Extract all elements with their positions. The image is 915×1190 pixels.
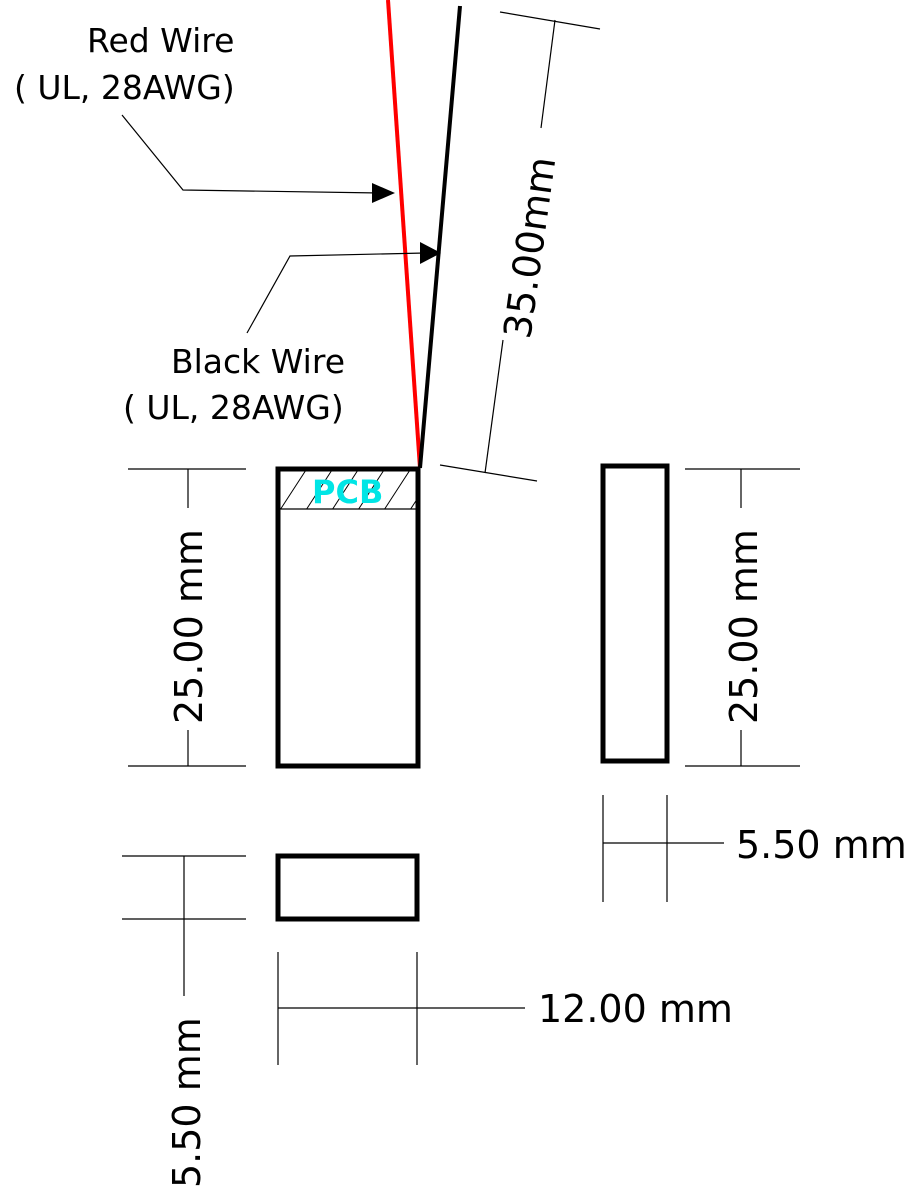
red-wire-leader bbox=[121, 114, 395, 203]
bottom-view-body bbox=[275, 853, 420, 922]
side-height-label: 25.00 mm bbox=[722, 529, 766, 724]
side-width-label: 5.50 mm bbox=[736, 823, 907, 867]
bottom-width-dimension bbox=[277, 952, 525, 1065]
front-height-label: 25.00 mm bbox=[167, 529, 211, 724]
pcb-area bbox=[280, 471, 416, 509]
red-wire-name: Red Wire bbox=[87, 21, 234, 60]
side-height-dimension bbox=[685, 468, 800, 767]
red-wire bbox=[386, 0, 422, 469]
wire-length-dimension bbox=[439, 11, 601, 482]
black-wire bbox=[418, 5, 462, 469]
wire-length-label: 35.00mm bbox=[495, 154, 564, 341]
red-wire-spec: ( UL, 28AWG) bbox=[14, 68, 235, 107]
bottom-depth-label: 5.50 mm bbox=[165, 1017, 209, 1188]
pcb-label: PCB bbox=[312, 473, 383, 511]
front-view-body bbox=[275, 466, 421, 769]
front-height-dimension bbox=[128, 468, 246, 767]
bottom-depth-dimension bbox=[122, 855, 246, 996]
black-wire-name: Black Wire bbox=[171, 342, 345, 381]
side-width-dimension bbox=[602, 795, 724, 902]
side-view-body bbox=[600, 463, 670, 764]
bottom-width-label: 12.00 mm bbox=[538, 987, 733, 1031]
black-wire-leader bbox=[246, 242, 441, 334]
black-wire-spec: ( UL, 28AWG) bbox=[123, 388, 344, 427]
